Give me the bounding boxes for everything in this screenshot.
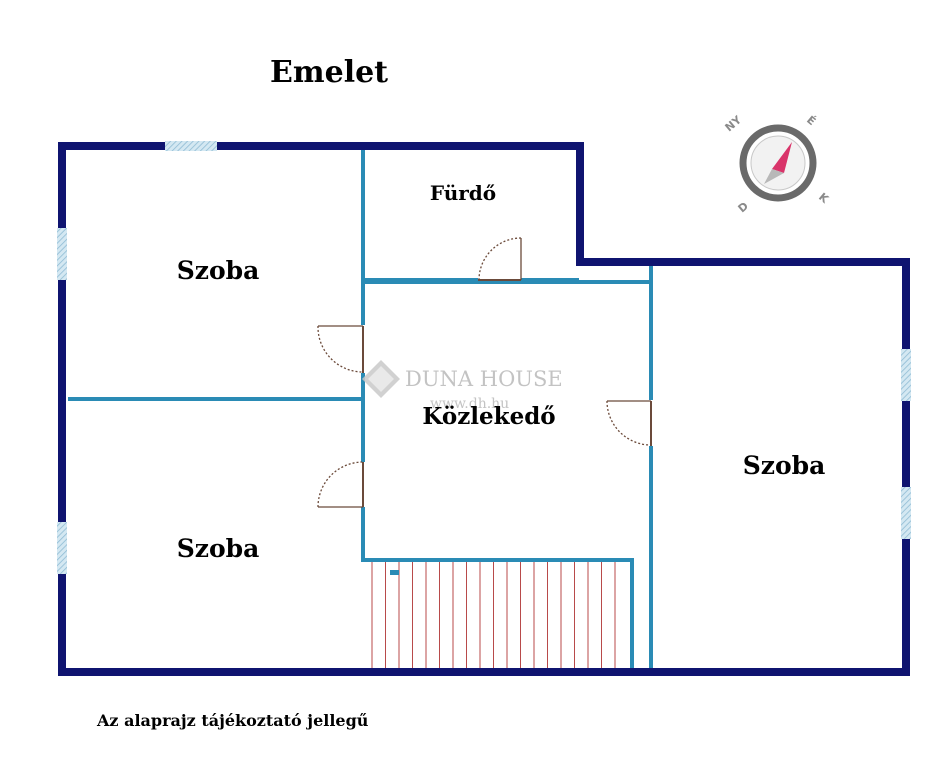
doors (317, 237, 652, 508)
watermark: DUNA HOUSE www.dh.hu (362, 360, 563, 412)
window-left-lower (57, 522, 67, 574)
floor-title: Emelet (270, 55, 388, 90)
compass-label-ny: NY (723, 113, 745, 135)
room-label-szoba-top-left: Szoba (177, 256, 260, 285)
door-furdo (478, 237, 522, 281)
window-right-lower (901, 487, 911, 539)
window-right-upper (901, 349, 911, 401)
watermark-url: www.dh.hu (430, 396, 509, 412)
room-label-kozlekedo: Közlekedő (422, 403, 555, 430)
door-szoba-bottom (317, 461, 364, 508)
compass-needle-south (764, 169, 784, 184)
window-top (165, 141, 217, 151)
door-szoba-top (317, 325, 364, 373)
stair-arrow-icon (390, 570, 399, 575)
compass-icon: NY É K D (723, 113, 832, 216)
staircase (364, 562, 632, 668)
compass-label-d: D (736, 199, 751, 215)
interior-walls (68, 148, 653, 668)
outer-walls (58, 142, 910, 676)
watermark-brand: DUNA HOUSE (405, 367, 563, 391)
duna-house-logo-icon (362, 360, 400, 398)
compass-label-e: É (804, 113, 818, 128)
room-label-szoba-right: Szoba (743, 451, 826, 480)
compass-label-k: K (816, 190, 831, 206)
disclaimer: Az alaprajz tájékoztató jellegű (96, 711, 369, 730)
compass-needle-north (772, 142, 792, 173)
windows (57, 141, 911, 574)
door-szoba-right (606, 400, 652, 446)
room-label-szoba-bottom-left: Szoba (177, 534, 260, 563)
window-left-upper (57, 228, 67, 280)
room-label-furdo: Fürdő (430, 181, 496, 205)
